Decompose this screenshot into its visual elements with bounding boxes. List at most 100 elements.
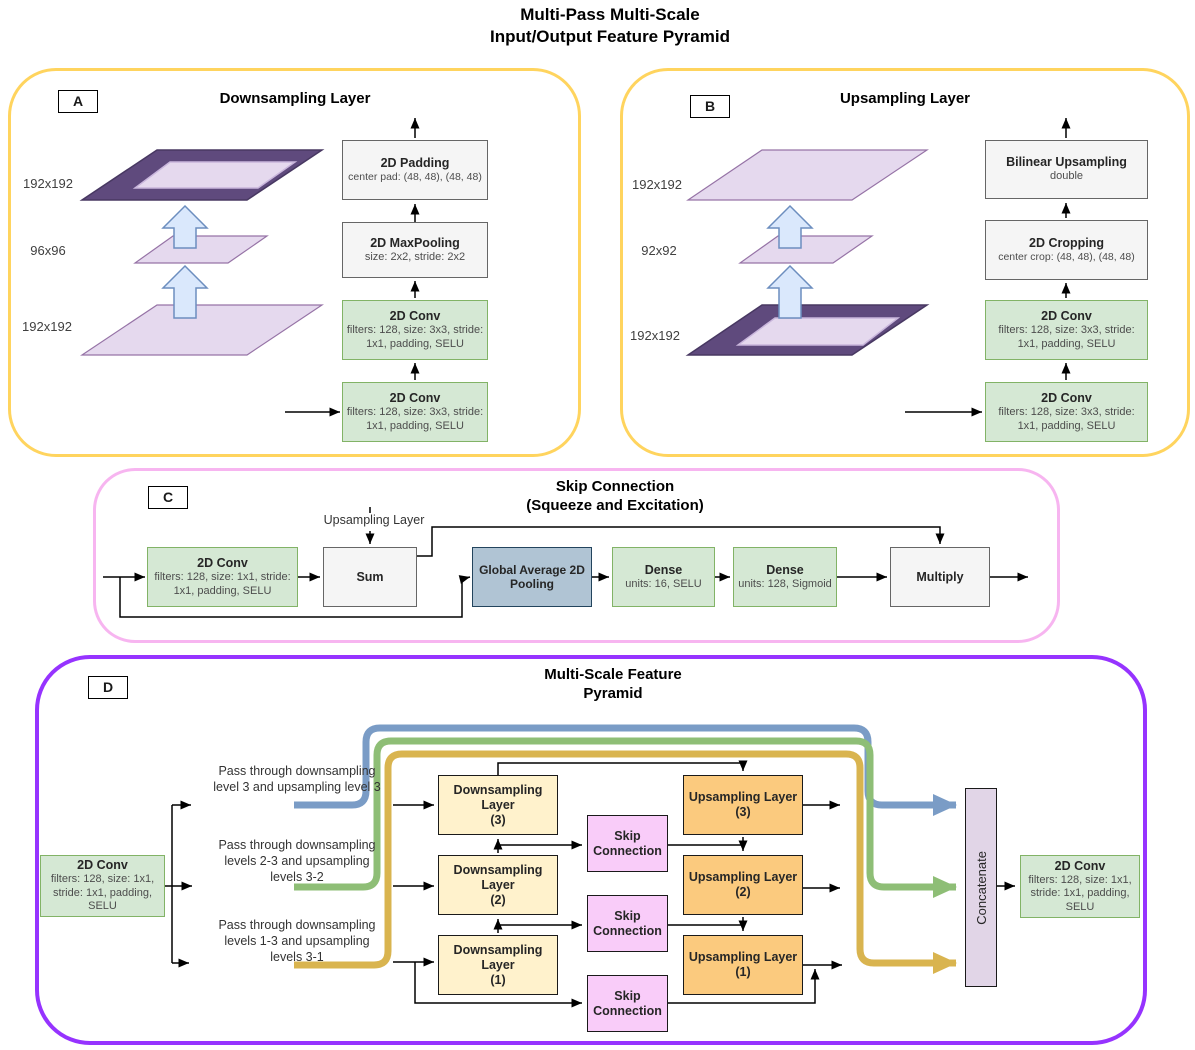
box-subtitle: filters: 128, size: 3x3, stride: 1x1, pa…	[998, 324, 1135, 350]
upsampling-layer-annotation: Upsampling Layer	[323, 513, 425, 527]
box-global-average-pooling: Global Average 2D Pooling	[472, 547, 592, 607]
panel-b-title: Upsampling Layer	[839, 90, 971, 107]
up-arrow-icon	[766, 204, 814, 249]
box-title: Upsampling Layer(3)	[688, 790, 798, 819]
box-title: Concatenate	[973, 850, 989, 925]
panel-c-title: Skip Connection (Squeeze and Excitation)	[415, 478, 815, 516]
box-subtitle: double	[1049, 170, 1084, 183]
panel-c-title-line2: (Squeeze and Excitation)	[526, 496, 704, 514]
panel-c-skip-connection	[93, 468, 1060, 643]
pass-label-2: Pass through downsampling levels 2-3 and…	[172, 837, 422, 885]
up-arrow-icon	[766, 264, 814, 319]
box-subtitle: size: 2x2, stride: 2x2	[364, 250, 466, 263]
box-title: Multiply	[916, 569, 964, 584]
up-arrow-icon	[161, 264, 209, 319]
feature-map-b-192-inner	[735, 317, 901, 346]
box-title: Dense	[644, 562, 683, 577]
box-title: 2D Conv	[1041, 391, 1092, 406]
box-dense-16: Dense units: 16, SELU	[612, 547, 715, 607]
feature-map-b-192	[686, 149, 929, 201]
pass-route-levels13-yellow	[294, 750, 957, 974]
pass-label-line: Pass through downsampling	[218, 918, 376, 932]
feature-map-b-92	[738, 235, 874, 264]
box-2d-conv: 2D Conv filters: 128, size: 1x1, stride:…	[147, 547, 298, 607]
box-sum: Sum	[323, 547, 417, 607]
box-upsampling-layer-2: Upsampling Layer(2)	[683, 855, 803, 915]
box-title: 2D Padding	[380, 156, 450, 171]
box-2d-conv: 2D Conv filters: 128, size: 3x3, stride:…	[342, 300, 488, 360]
page-title: Multi-Pass Multi-Scale Input/Output Feat…	[310, 4, 910, 48]
box-title: Upsampling Layer(2)	[688, 870, 798, 899]
size-label: 92x92	[641, 243, 677, 258]
pass-label-line: level 3 and upsampling level 3	[213, 780, 381, 794]
box-subtitle: filters: 128, size: 3x3, stride: 1x1, pa…	[346, 406, 484, 432]
box-subtitle: units: 128, Sigmoid	[738, 577, 832, 590]
panel-d-title-line1: Multi-Scale Feature	[544, 666, 682, 683]
box-title: Global Average 2D Pooling	[479, 562, 585, 591]
panel-b-connectors	[905, 118, 1071, 417]
box-2d-conv-input: 2D Conv filters: 128, size: 1x1, stride:…	[40, 855, 165, 917]
pass-route-levels23-green	[294, 737, 957, 898]
panel-a-connectors	[285, 118, 420, 417]
pass-label-line: levels 1-3 and upsampling	[224, 934, 370, 948]
panel-b-tag: B	[690, 95, 730, 118]
pass-label-line: levels 3-2	[270, 870, 324, 884]
up-arrow-icon	[161, 204, 209, 249]
panel-a-tag: A	[58, 90, 98, 113]
page-title-line2: Input/Output Feature Pyramid	[490, 27, 730, 47]
panel-a-title: Downsampling Layer	[219, 90, 371, 107]
feature-map-a-192-inner	[132, 161, 298, 189]
box-title: Upsampling Layer(1)	[688, 950, 798, 979]
box-upsampling-layer-3: Upsampling Layer(3)	[683, 775, 803, 835]
pass-label-3: Pass through downsampling levels 1-3 and…	[172, 917, 422, 965]
box-concatenate: Concatenate	[965, 788, 997, 987]
pass-label-line: Pass through downsampling	[218, 838, 376, 852]
panel-c-title-line1: Skip Connection	[555, 478, 675, 495]
box-subtitle: units: 16, SELU	[625, 577, 702, 590]
box-subtitle: filters: 128, size: 1x1, stride: 1x1, pa…	[154, 571, 291, 597]
panel-d-title-line2: Pyramid	[583, 684, 643, 702]
box-2d-cropping: 2D Cropping center crop: (48, 48), (48, …	[985, 220, 1148, 280]
box-dense-128: Dense units: 128, Sigmoid	[733, 547, 837, 607]
pass-label-line: levels 3-1	[270, 950, 324, 964]
box-title: 2D Conv	[1054, 858, 1106, 873]
size-label: 96x96	[30, 243, 66, 258]
box-upsampling-layer-1: Upsampling Layer(1)	[683, 935, 803, 995]
box-subtitle: filters: 128, size: 3x3, stride: 1x1, pa…	[346, 324, 484, 350]
panel-d-feature-pyramid	[35, 655, 1147, 1045]
box-subtitle: filters: 128, size: 1x1, stride: 1x1, pa…	[50, 873, 155, 913]
box-2d-maxpooling: 2D MaxPooling size: 2x2, stride: 2x2	[342, 222, 488, 278]
box-2d-conv: 2D Conv filters: 128, size: 3x3, stride:…	[985, 300, 1148, 360]
box-title: 2D Cropping	[1029, 236, 1104, 251]
box-title: 2D Conv	[389, 391, 441, 406]
box-2d-conv-output: 2D Conv filters: 128, size: 1x1, stride:…	[1020, 855, 1140, 918]
pass-label-1: Pass through downsampling level 3 and up…	[172, 763, 422, 795]
panel-b-upsampling-layer	[620, 68, 1190, 457]
box-title: 2D MaxPooling	[370, 235, 460, 250]
box-title: Sum	[356, 569, 384, 584]
panel-a-downsampling-layer	[8, 68, 581, 457]
box-multiply: Multiply	[890, 547, 990, 607]
panel-c-tag: C	[148, 486, 188, 509]
size-label: 192x192	[630, 328, 680, 343]
panel-c-connectors	[103, 507, 1028, 618]
box-subtitle: filters: 128, size: 3x3, stride: 1x1, pa…	[998, 406, 1135, 432]
box-title: Bilinear Upsampling	[1006, 155, 1127, 170]
panel-d-title: Multi-Scale Feature Pyramid	[413, 666, 813, 704]
box-title: 2D Conv	[197, 556, 248, 571]
panel-d-tag: D	[88, 676, 128, 699]
box-title: 2D Conv	[389, 309, 441, 324]
box-title: Dense	[766, 562, 804, 577]
size-label: 192x192	[23, 176, 73, 191]
